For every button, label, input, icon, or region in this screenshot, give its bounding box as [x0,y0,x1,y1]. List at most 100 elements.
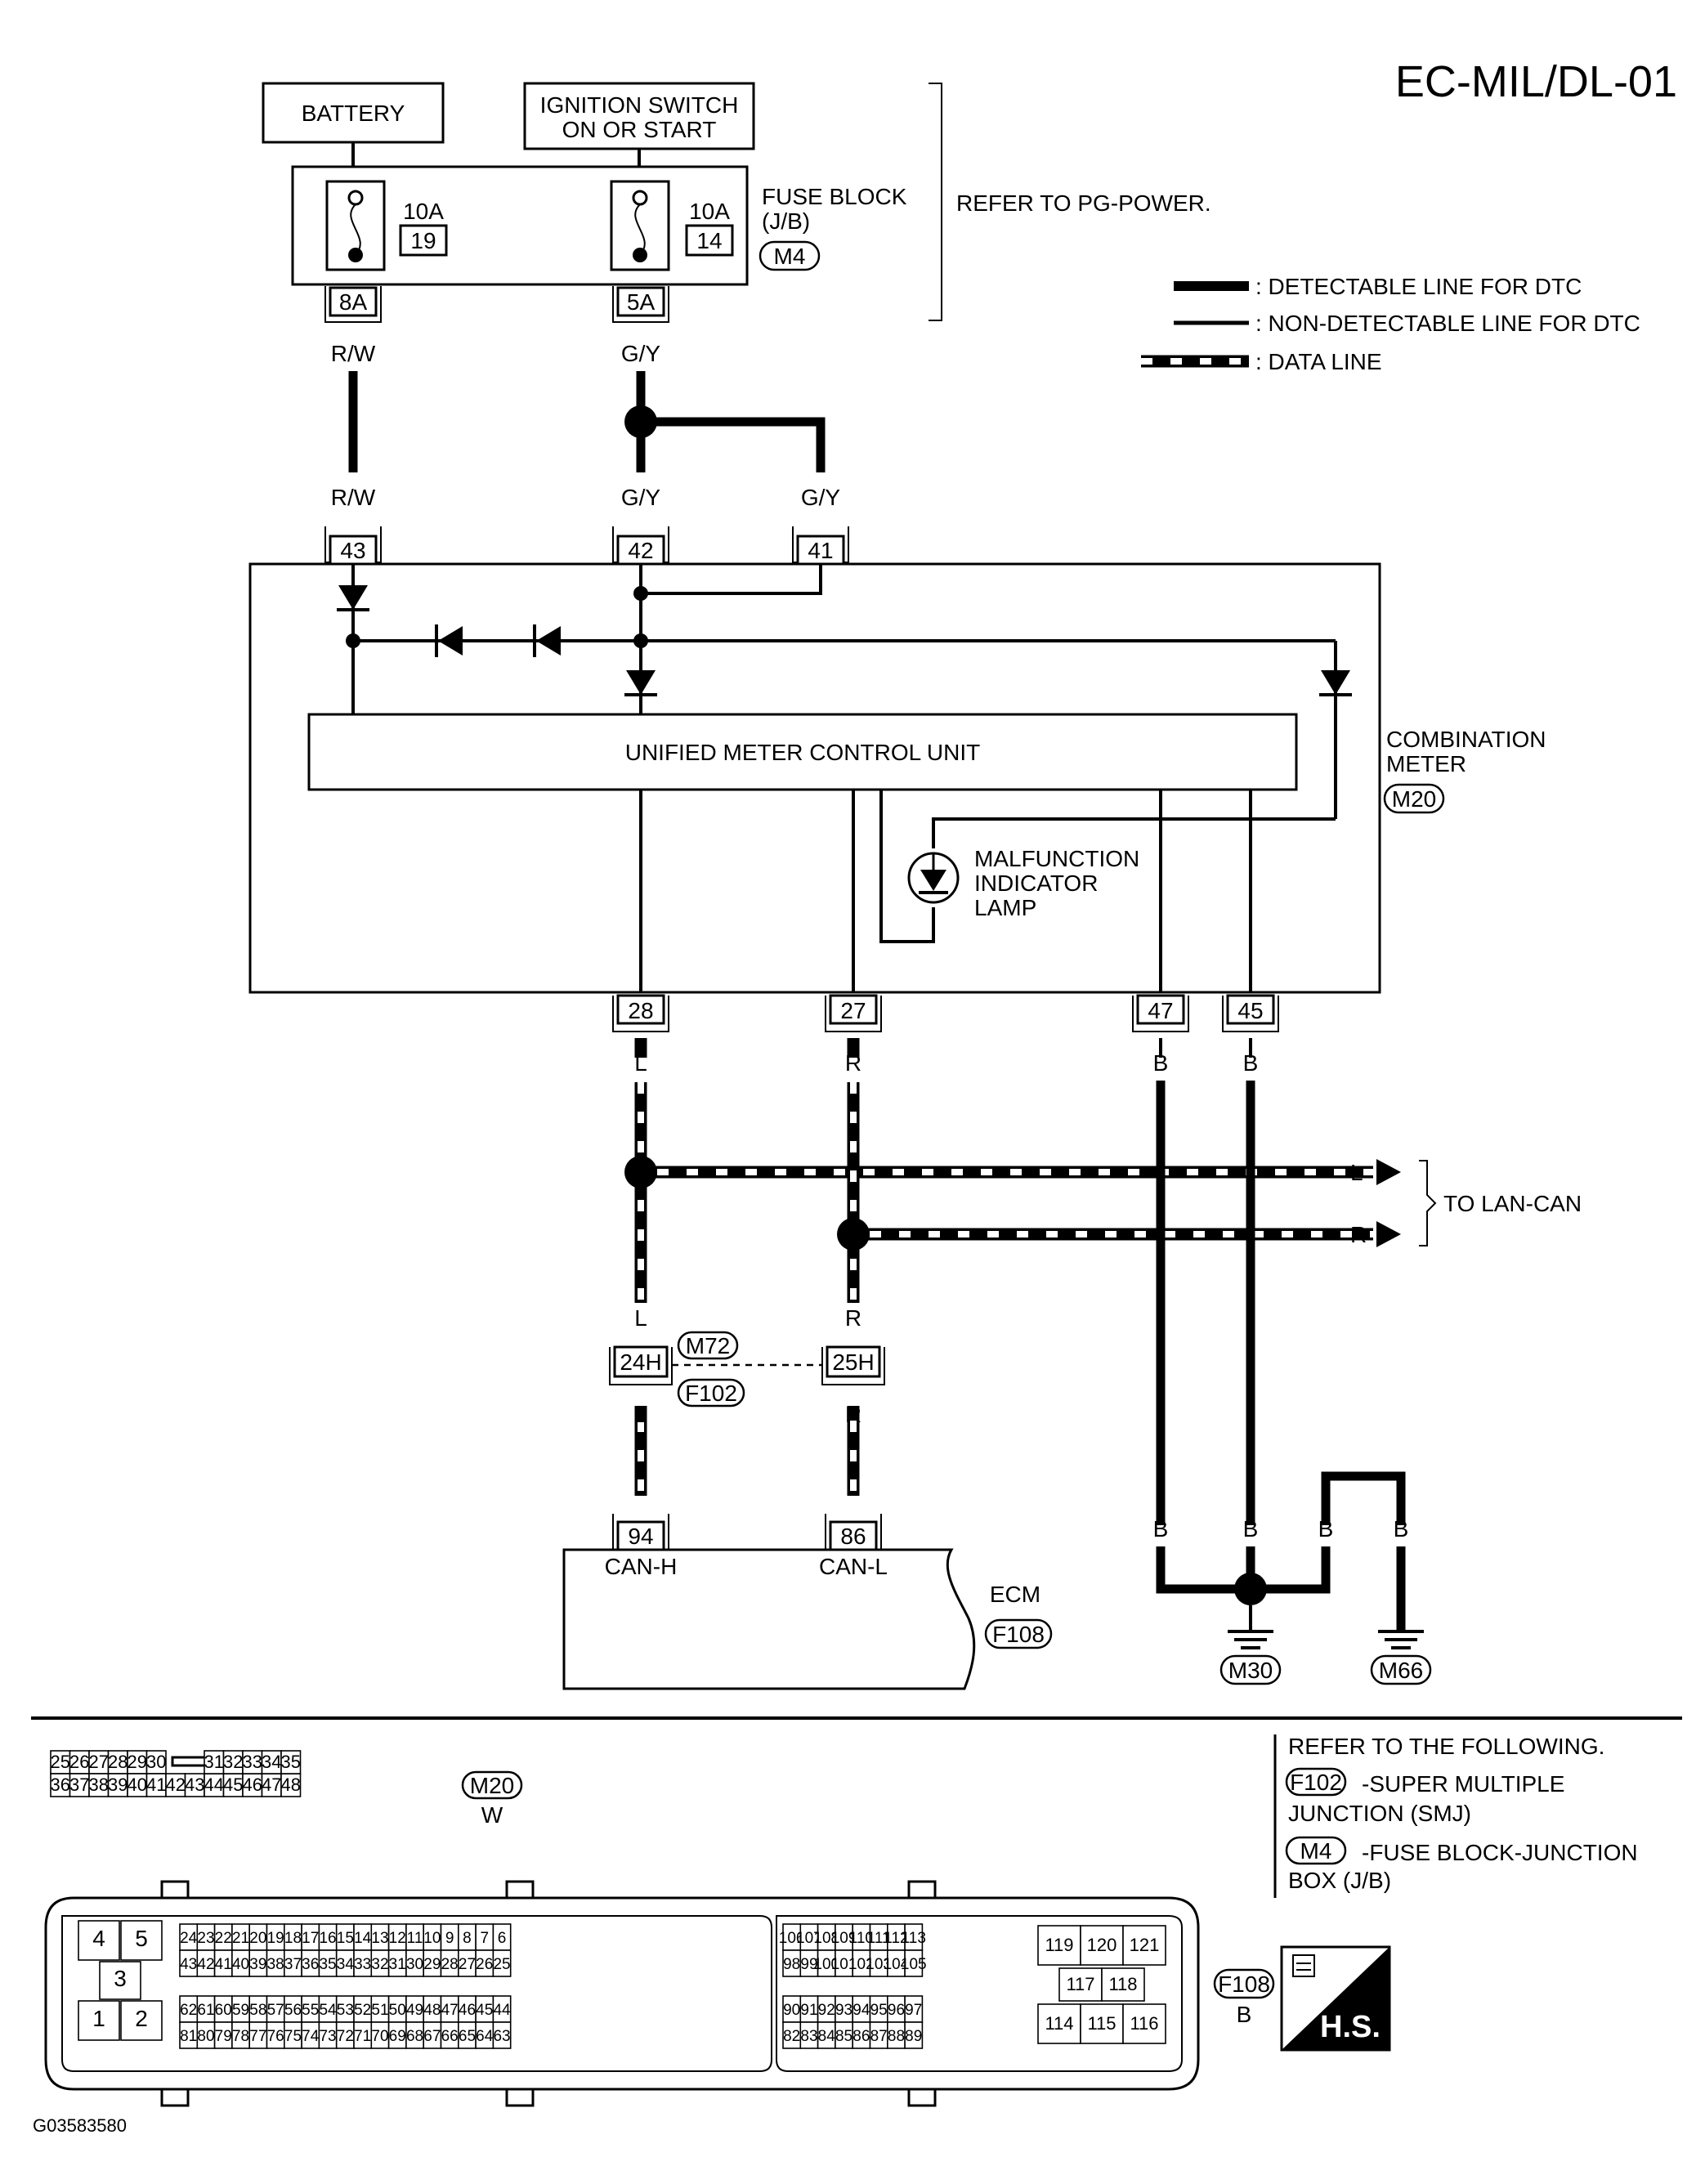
joint-connector-25h: 25H [821,1345,885,1385]
svg-text:G/Y: G/Y [801,485,841,510]
legend: : DETECTABLE LINE FOR DTC : NON-DETECTAB… [1141,274,1640,374]
pin-number: 77 [249,2028,266,2045]
pin-number: 4 [92,1926,105,1951]
meter-connector-47: 47 [1132,994,1189,1032]
pin-number: 61 [197,2002,214,2019]
fuse-19-number: 19 [410,228,436,253]
pin-number: 44 [493,2002,511,2019]
pin-number: 44 [204,1774,224,1795]
pin-number: 87 [870,2028,888,2045]
pin-number: 55 [302,2002,319,2019]
pin-cell [1122,1925,1166,1966]
pin-number: 86 [852,2028,870,2045]
pin-number: 52 [354,2002,371,2019]
pin-number: 34 [337,1956,355,1973]
pin-number: 117 [1066,1974,1094,1994]
pin-cell [280,1750,302,1774]
pin-number: 22 [215,1930,232,1947]
pin-number: 14 [354,1930,372,1947]
pin-number: 84 [818,2028,836,2045]
m20-face-color: W [481,1802,503,1828]
pin-cell [904,2021,924,2049]
pin-number: 85 [835,2028,852,2045]
pin-number: 65 [459,2028,476,2045]
refer-f102-text-2: JUNCTION (SMJ) [1288,1801,1471,1826]
pin-number: 11 [407,1930,423,1947]
pin-number: 45 [476,2002,493,2019]
pin-number: 103 [866,1956,892,1973]
svg-text:L: L [634,1050,647,1076]
pin-number: 31 [389,1956,406,1973]
pin-cell [1101,1967,1145,2002]
pin-number: 8 [463,1930,472,1947]
refer-pg-power: REFER TO PG-POWER. [956,190,1211,216]
pin-cell [78,2000,120,2041]
pin-number: 33 [243,1752,262,1772]
pin-number: 93 [835,2002,852,2019]
pin-number: 109 [831,1930,857,1947]
pin-number: 48 [423,2002,441,2019]
svg-text:94: 94 [628,1524,653,1549]
svg-text:43: 43 [340,538,365,563]
pin-number: 75 [284,2028,302,2045]
pin-number: 13 [371,1930,388,1947]
pin-number: 112 [884,1930,908,1947]
pin-number: 40 [128,1774,147,1795]
connector-8a: 8A [324,286,382,323]
battery-label: BATTERY [302,101,405,126]
pin-number: 94 [852,2002,870,2019]
pin-number: 42 [166,1774,186,1795]
meter-connector-28: 28 [612,994,669,1032]
pin-cell [904,1949,924,1977]
pin-number: 35 [281,1752,301,1772]
fuse-block-label-line1: FUSE BLOCK [762,184,907,209]
svg-text:28: 28 [628,998,653,1023]
pin-number: 81 [180,2028,197,2045]
pin-number: 95 [870,2002,888,2019]
pin-number: 66 [441,2028,459,2045]
pin-number: 41 [146,1774,166,1795]
pin-number: 19 [267,1930,284,1947]
svg-text:R: R [845,1050,861,1076]
pin-number: 107 [796,1930,822,1947]
pin-cell [492,2021,512,2049]
pin-number: 116 [1130,2013,1158,2034]
pin-number: 25 [51,1752,70,1772]
connector-5a: 5A [612,286,669,323]
pin-number: 43 [180,1956,197,1973]
pin-number: 38 [89,1774,109,1795]
pin-number: 15 [337,1930,354,1947]
pin-number: 50 [389,2002,406,2019]
hs-badge-icon: H.S. [1280,1945,1391,2052]
pin-number: 40 [232,1956,249,1973]
combination-meter-label-2: METER [1386,751,1466,776]
pin-number: 51 [371,2002,388,2019]
pin-number: 45 [223,1774,243,1795]
svg-text:47: 47 [1148,998,1173,1023]
pin-number: 27 [459,1956,476,1973]
pin-number: 9 [445,1930,454,1947]
pin-number: 91 [800,2002,817,2019]
pin-cell [1080,1925,1124,1966]
pin-number: 108 [813,1930,839,1947]
pin-number: 99 [800,1956,817,1973]
pin-number: 6 [498,1930,507,1947]
pin-number: 17 [302,1930,319,1947]
svg-text:G/Y: G/Y [621,485,661,510]
pin-number: 105 [901,1956,927,1973]
pin-number: 46 [243,1774,262,1795]
ground-m30-icon [1228,1605,1273,1649]
pin-number: 67 [423,2028,441,2045]
hs-badge-label: H.S. [1320,2010,1381,2044]
pin-number: 58 [249,2002,266,2019]
pin-number: 79 [215,2028,232,2045]
pin-number: 113 [902,1930,926,1947]
ground-m30-label: M30 [1228,1658,1273,1683]
ecm-label: ECM [990,1582,1040,1607]
pin-cell [99,1961,141,2000]
pin-number: 37 [284,1956,302,1973]
pin-number: 104 [884,1956,910,1973]
svg-text:L: L [1350,1160,1363,1185]
pin-number: 30 [146,1752,166,1772]
